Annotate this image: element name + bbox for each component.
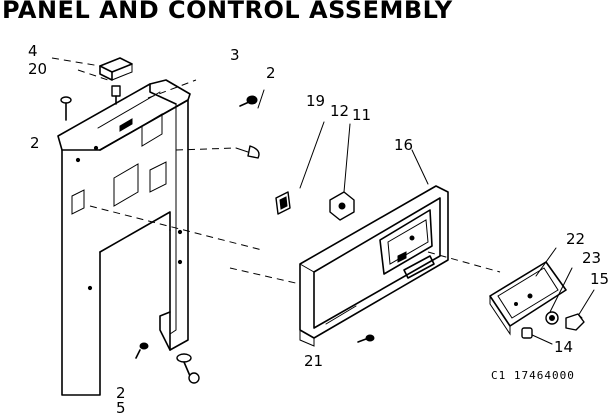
part-14 bbox=[521, 327, 533, 339]
clip-part-11 bbox=[329, 191, 355, 221]
callout-20: 20 bbox=[28, 60, 48, 78]
leader-2-top bbox=[257, 89, 265, 109]
callout-4: 4 bbox=[28, 42, 38, 60]
callout-3: 3 bbox=[230, 46, 240, 64]
callout-16: 16 bbox=[394, 136, 414, 154]
leader-16 bbox=[411, 149, 429, 185]
callout-2-left: 2 bbox=[30, 134, 40, 152]
leader-15 bbox=[577, 289, 595, 317]
callout-14: 14 bbox=[554, 338, 574, 356]
screw-part-2-top bbox=[239, 95, 258, 107]
leader-23 bbox=[547, 267, 573, 317]
clip-part-12 bbox=[275, 191, 291, 215]
explode-line-knob bbox=[175, 147, 237, 151]
leader-14 bbox=[529, 333, 553, 345]
diagram-title: PANEL AND CONTROL ASSEMBLY bbox=[2, 0, 453, 24]
screw-part-21 bbox=[357, 334, 375, 343]
explode-line-panel bbox=[89, 205, 263, 251]
knob-part bbox=[235, 145, 260, 159]
callout-23: 23 bbox=[582, 249, 602, 267]
explode-line-top bbox=[147, 79, 197, 99]
callout-15: 15 bbox=[590, 270, 608, 288]
leader-12 bbox=[299, 121, 325, 189]
side-panel-part-3 bbox=[57, 79, 191, 396]
callout-12: 12 bbox=[330, 102, 350, 120]
leader-20 bbox=[77, 69, 109, 81]
leader-4 bbox=[51, 57, 101, 67]
screw-part-2-left bbox=[60, 96, 72, 121]
leader-11 bbox=[343, 123, 351, 193]
callout-2-top: 2 bbox=[266, 64, 276, 82]
nut-part-23 bbox=[545, 311, 559, 325]
bracket-part-4 bbox=[99, 57, 133, 81]
callout-21: 21 bbox=[304, 352, 324, 370]
explode-line-lower bbox=[229, 267, 301, 285]
callout-2-lower: 2 bbox=[116, 384, 126, 402]
catalog-number: C1 17464000 bbox=[491, 369, 575, 382]
switch-plate-part-22 bbox=[489, 261, 567, 336]
callout-5: 5 bbox=[116, 399, 126, 417]
clip-part-5 bbox=[176, 353, 200, 384]
knob-part-15 bbox=[565, 313, 585, 331]
callout-19: 19 bbox=[306, 92, 326, 110]
screw-part-20 bbox=[111, 85, 121, 105]
control-panel-part-16 bbox=[299, 185, 449, 347]
explode-line-switch bbox=[427, 251, 501, 273]
screw-part-2-lower bbox=[135, 342, 149, 359]
callout-11: 11 bbox=[352, 106, 372, 124]
callout-22: 22 bbox=[566, 230, 586, 248]
